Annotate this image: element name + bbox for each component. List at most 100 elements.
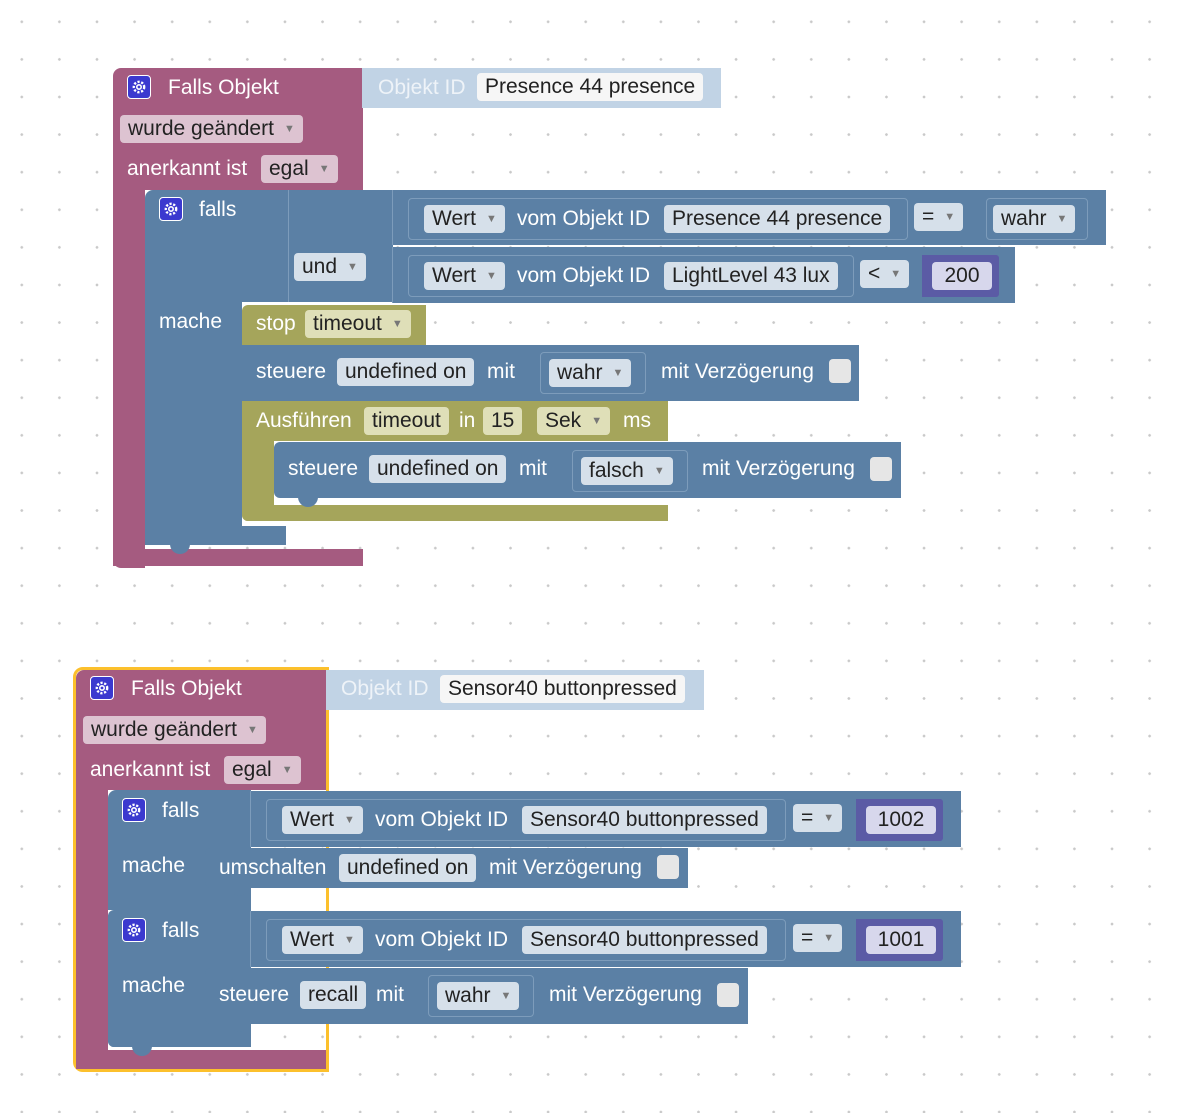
bool-dropdown-label: wahr [1001,207,1047,230]
caret-down-icon: ▼ [281,764,293,776]
toggle-label: umschalten [219,856,327,879]
delay-checkbox[interactable] [717,983,739,1007]
from-object-label: vom Objekt ID [375,808,509,831]
caret-down-icon: ▼ [500,990,512,1002]
bool-dropdown-label: wahr [557,361,603,384]
control-label: steuere [288,457,359,480]
delay-checkbox[interactable] [870,457,892,481]
object-id-value[interactable]: Presence 44 presence [477,73,704,101]
caret-down-icon: ▼ [347,261,358,273]
object-field[interactable]: Sensor40 buttonpressed [522,806,767,834]
caret-down-icon: ▼ [591,415,603,427]
unit-dropdown[interactable]: Sek ▼ [537,407,611,435]
gear-icon[interactable] [90,676,114,700]
wert-dropdown-label: Wert [290,808,334,831]
bool-dropdown[interactable]: wahr ▼ [549,359,632,387]
event-dropdown-label: wurde geändert [91,718,237,741]
delay-label: mit Verzögerung [549,983,702,1006]
ack-label: anerkannt ist [127,157,248,180]
bool-dropdown[interactable]: wahr ▼ [437,982,520,1010]
and-dropdown-label: und [302,255,338,278]
if-block-1-notch [170,544,190,554]
ack-dropdown-label: egal [232,758,272,781]
ack-dropdown-label: egal [269,157,309,180]
operator-dropdown[interactable]: <▼ [860,260,910,288]
delay-checkbox[interactable] [657,855,679,879]
delay-checkbox[interactable] [829,359,851,383]
and-dropdown[interactable]: und ▼ [294,253,366,281]
caret-down-icon: ▼ [823,932,835,944]
wert-dropdown[interactable]: Wert ▼ [282,926,363,954]
from-object-label: vom Objekt ID [375,928,509,951]
number-field[interactable]: 1001 [866,926,936,954]
timeout-dropdown[interactable]: timeout▼ [305,310,411,338]
event-dropdown[interactable]: wurde geändert▼ [83,716,266,744]
wert-dropdown[interactable]: Wert▼ [282,806,363,834]
delay-label: mit Verzögerung [702,457,855,480]
delay-label: mit Verzögerung [489,856,642,879]
trigger-block-1-spine [113,188,145,568]
ack-dropdown[interactable]: egal ▼ [261,155,338,183]
wert-dropdown-label: Wert [290,928,334,951]
caret-down-icon: ▼ [653,465,665,477]
trigger-title: Falls Objekt [168,76,279,99]
caret-down-icon: ▼ [318,163,330,175]
bool-dropdown[interactable]: wahr ▼ [993,205,1076,233]
if-block-2b-footer [108,1027,249,1047]
object-field[interactable]: Presence 44 presence [664,205,891,233]
exec-name-field[interactable]: timeout [364,407,449,435]
delay-label: mit Verzögerung [661,360,814,383]
ack-label: anerkannt ist [90,758,211,781]
bool-dropdown[interactable]: falsch ▼ [581,457,673,485]
operator-dropdown[interactable]: =▼ [793,804,843,832]
object-id-value[interactable]: Sensor40 buttonpressed [440,675,685,703]
event-dropdown[interactable]: wurde geändert▼ [120,115,303,143]
gear-icon[interactable] [122,798,146,822]
exec-label: Ausführen [256,409,352,432]
operator-dropdown[interactable]: =▼ [914,203,964,231]
if-block-1-spine [145,300,242,545]
target-field[interactable]: undefined on [337,358,475,386]
object-field[interactable]: LightLevel 43 lux [664,262,838,290]
do-label: mache [122,854,186,877]
target-field[interactable]: recall [300,981,367,1009]
bool-dropdown-label: wahr [445,984,491,1007]
caret-down-icon: ▼ [391,318,403,330]
if-block-2b-notch [132,1046,152,1056]
if-label: falls [162,919,200,942]
do-label: mache [159,310,223,333]
if-label: falls [199,198,237,221]
from-object-label: vom Objekt ID [517,264,651,287]
control-label: steuere [219,983,290,1006]
number-field[interactable]: 200 [932,262,992,290]
gear-icon[interactable] [127,75,151,99]
operator-dropdown[interactable]: =▼ [793,924,843,952]
toggle-block-notch [229,886,249,896]
object-field[interactable]: Sensor40 buttonpressed [522,926,767,954]
target-field[interactable]: undefined on [369,455,507,483]
number-field[interactable]: 1002 [866,806,936,834]
ack-dropdown[interactable]: egal ▼ [224,756,301,784]
operator-label: < [868,262,881,285]
trigger-block-2-footer [76,1050,326,1069]
delay-value-field[interactable]: 15 [483,407,523,435]
and-block[interactable] [288,190,391,302]
caret-down-icon: ▼ [1056,213,1068,225]
do-label: mache [122,974,186,997]
caret-down-icon: ▼ [343,934,355,946]
caret-down-icon: ▼ [612,367,624,379]
in-label: in [459,409,476,432]
unit-dropdown-label: Sek [545,409,582,432]
wert-dropdown[interactable]: Wert▼ [424,205,505,233]
object-id-label: Objekt ID [378,76,466,99]
gear-icon[interactable] [122,918,146,942]
gear-icon[interactable] [159,197,183,221]
trigger-title: Falls Objekt [131,677,242,700]
bool-dropdown-label: falsch [589,459,644,482]
trigger-block-1-footer [113,549,363,566]
control-block-2-notch [298,497,318,507]
wert-dropdown[interactable]: Wert▼ [424,262,505,290]
if-block-1-footer [145,526,286,545]
wert-dropdown-label: Wert [432,264,476,287]
target-field[interactable]: undefined on [339,854,477,882]
